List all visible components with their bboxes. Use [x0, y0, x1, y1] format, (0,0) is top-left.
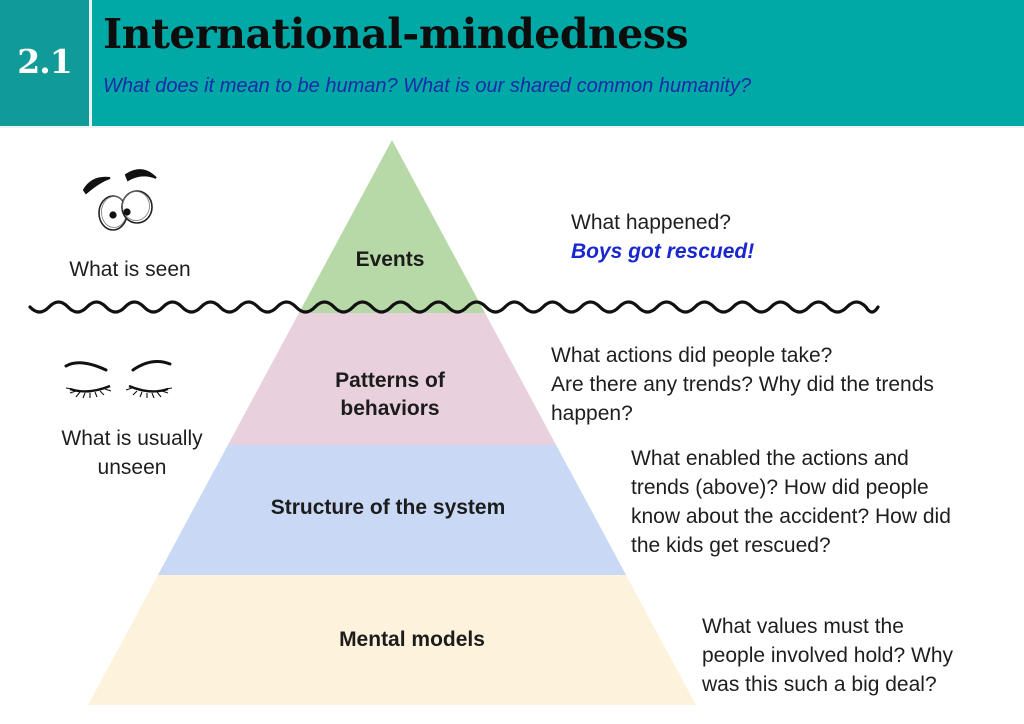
page-subtitle: What does it mean to be human? What is o… — [103, 75, 752, 97]
pyramid-layer-patterns — [227, 313, 557, 445]
question-mental-line2: people involved hold? Why — [702, 644, 953, 667]
label-what-is-unseen: What is usually unseen — [30, 424, 234, 482]
header-banner: 2.1 International-mindedness What does i… — [0, 0, 1024, 126]
question-events-line1: What happened? — [571, 211, 731, 234]
pyramid-layer-mental-models — [88, 575, 696, 705]
label-what-is-seen: What is seen — [69, 258, 191, 281]
layer-label-structure: Structure of the system — [270, 496, 506, 519]
header-divider — [0, 126, 1024, 128]
events-answer: Boys got rescued! — [571, 240, 755, 263]
question-patterns-line2: Are there any trends? Why did the trends — [551, 373, 934, 396]
layer-label-mental-models: Mental models — [339, 628, 485, 651]
question-mental-line3: was this such a big deal? — [702, 673, 937, 696]
section-badge: 2.1 — [0, 0, 92, 126]
question-structure: What enabled the actions and trends (abo… — [631, 444, 951, 560]
page-title: International-mindedness — [103, 10, 689, 58]
label-unseen-line1: What is usually — [61, 427, 203, 450]
question-patterns-line1: What actions did people take? — [551, 344, 833, 367]
question-events: What happened? Boys got rescued! — [571, 208, 754, 266]
question-mental-line1: What values must the — [702, 615, 904, 638]
pyramid-layer-events — [298, 140, 486, 313]
waterline-wave-icon — [28, 300, 880, 314]
layer-label-events: Events — [355, 248, 425, 271]
section-number: 2.1 — [17, 42, 72, 81]
question-structure-line2: trends (above)? How did people — [631, 476, 929, 499]
question-mental-models: What values must the people involved hol… — [702, 612, 953, 699]
label-unseen-line2: unseen — [97, 456, 167, 479]
question-structure-line3: know about the accident? How did — [631, 505, 951, 528]
closed-eyes-icon — [64, 360, 173, 399]
pyramid-layer-structure — [157, 445, 627, 575]
open-eyes-icon — [82, 169, 157, 231]
question-patterns-line3: happen? — [551, 402, 633, 425]
question-patterns: What actions did people take? Are there … — [551, 341, 934, 428]
layer-label-patterns-line2: behaviors — [340, 397, 440, 420]
question-structure-line1: What enabled the actions and — [631, 447, 909, 470]
layer-label-patterns-line1: Patterns of — [335, 369, 445, 392]
layer-label-patterns: Patterns of behaviors — [280, 367, 500, 423]
question-structure-line4: the kids get rescued? — [631, 534, 831, 557]
